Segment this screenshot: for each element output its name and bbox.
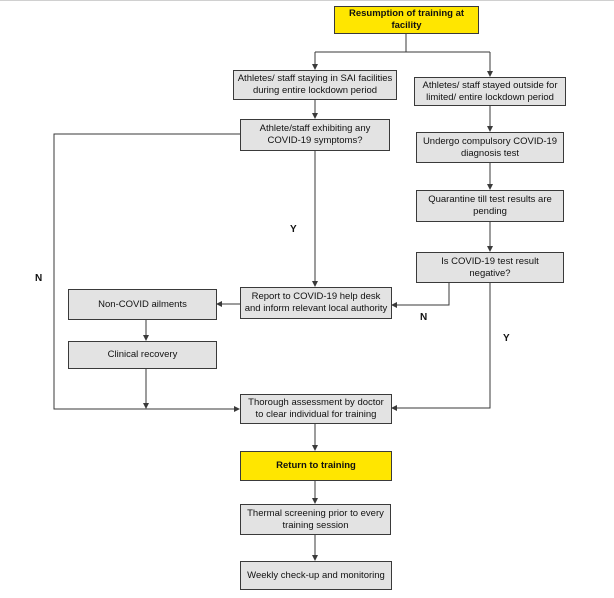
node-diagnosis-test: Undergo compulsory COVID-19 diagnosis te…: [416, 132, 564, 163]
top-border-line: [0, 0, 614, 1]
node-quarantine: Quarantine till test results are pending: [416, 190, 564, 222]
label-negative-no: N: [420, 312, 428, 323]
connector-negative-yes: [391, 283, 491, 411]
label-negative-yes: Y: [503, 333, 510, 344]
node-symptoms-question: Athlete/staff exhibiting any COVID-19 sy…: [240, 119, 390, 151]
connector-negative-no: [391, 283, 450, 308]
node-stayed-outside: Athletes/ staff stayed outside for limit…: [414, 77, 566, 106]
node-doctor-assessment: Thorough assessment by doctor to clear i…: [240, 394, 392, 424]
node-clinical-recovery: Clinical recovery: [68, 341, 217, 369]
label-symptoms-yes: Y: [290, 224, 297, 235]
node-return-to-training: Return to training: [240, 451, 392, 481]
node-weekly-checkup: Weekly check-up and monitoring: [240, 561, 392, 590]
node-test-negative-question: Is COVID-19 test result negative?: [416, 252, 564, 283]
node-report-help-desk: Report to COVID-19 help desk and inform …: [240, 287, 392, 319]
node-non-covid-ailments: Non-COVID ailments: [68, 289, 217, 320]
label-symptoms-no: N: [35, 273, 43, 284]
node-staying-in-sai: Athletes/ staff staying in SAI facilitie…: [233, 70, 397, 100]
node-resumption-of-training: Resumption of training at facility: [334, 6, 479, 34]
connector-symptoms-no: [53, 133, 240, 410]
node-thermal-screening: Thermal screening prior to every trainin…: [240, 504, 391, 535]
